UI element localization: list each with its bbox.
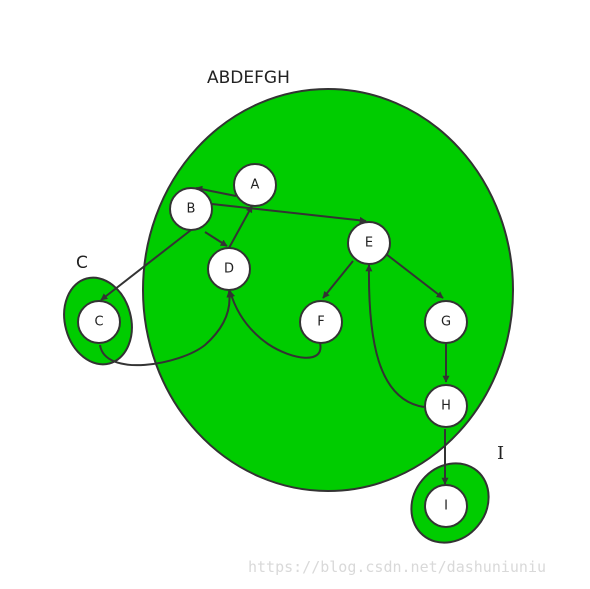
node-i-circle (424, 484, 468, 528)
edge-h-e (365, 264, 425, 408)
node-b-circle (169, 187, 213, 231)
node-a-label: A (251, 178, 260, 193)
node-e: E (347, 221, 391, 265)
node-c: C (77, 300, 121, 344)
region-label-c: C (76, 253, 88, 273)
node-e-label: E (365, 236, 373, 251)
node-h-label: H (441, 399, 451, 414)
node-c-label: C (94, 315, 103, 330)
edge-f-d (228, 290, 322, 359)
edge-b-d (204, 231, 228, 247)
edge-d-a (228, 205, 253, 249)
node-b: B (169, 187, 213, 231)
edge-e-g (385, 253, 444, 299)
edge-b-e (211, 203, 367, 224)
region-label-i: I (497, 443, 504, 464)
watermark-url: https://blog.csdn.net/dashuniuniu (248, 558, 547, 576)
edge-e-f (322, 260, 354, 299)
node-f-circle (299, 300, 343, 344)
node-h-circle (424, 384, 468, 428)
node-c-circle (77, 300, 121, 344)
region-label-abdefgh: ABDEFGH (207, 68, 290, 88)
node-g-label: G (441, 315, 451, 330)
node-a-circle (233, 163, 277, 207)
node-f: F (299, 300, 343, 344)
node-h: H (424, 384, 468, 428)
edge-a-b (195, 185, 237, 197)
node-a: A (233, 163, 277, 207)
node-f-label: F (317, 315, 324, 330)
node-d-label: D (224, 262, 234, 277)
edge-b-c (100, 229, 192, 301)
edge-c-d (99, 290, 234, 367)
node-g: G (424, 300, 468, 344)
node-i-label: I (444, 499, 448, 514)
node-b-label: B (187, 202, 196, 217)
node-d-circle (207, 247, 251, 291)
node-d: D (207, 247, 251, 291)
region-abdefgh (142, 88, 514, 492)
node-i: I (424, 484, 468, 528)
node-g-circle (424, 300, 468, 344)
node-e-circle (347, 221, 391, 265)
